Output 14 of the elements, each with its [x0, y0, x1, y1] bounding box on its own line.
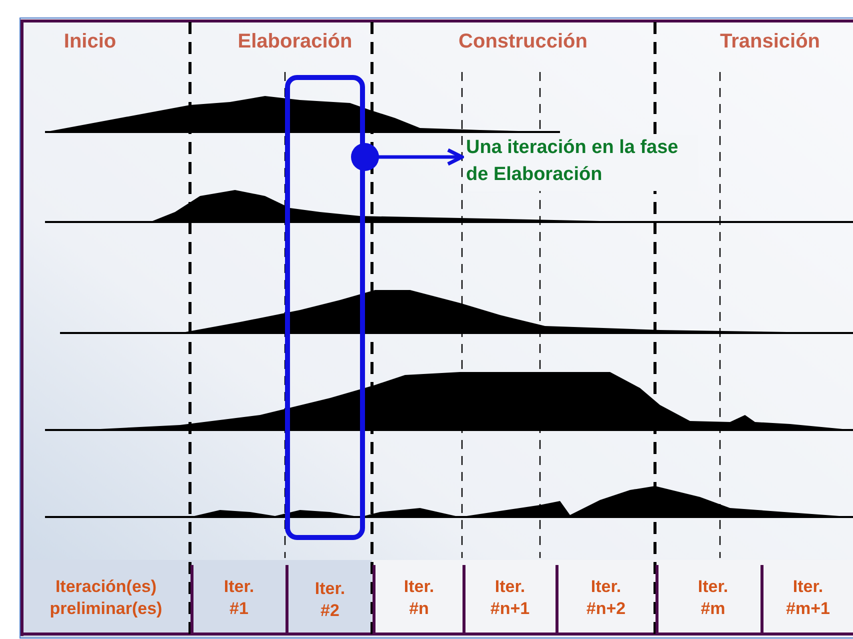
iteration-label: Iter. #n+2 [586, 576, 626, 620]
phase-heading: Transición [720, 30, 820, 54]
phase-heading: Construcción [458, 30, 588, 54]
iteration-label: Iter. #m [698, 576, 728, 620]
iteration-frame [285, 75, 365, 540]
iteration-label: Iter. #1 [224, 576, 254, 620]
iteration-label: Iter. #n+1 [490, 576, 530, 620]
phase-heading: Inicio [64, 30, 116, 54]
iteration-label: Iteración(es) preliminar(es) [50, 576, 162, 620]
iteration-label: Iter. #2 [314, 578, 346, 622]
iteration-label: Iter. #m+1 [786, 576, 830, 620]
phase-heading: Elaboración [238, 30, 352, 54]
arrow [351, 143, 464, 171]
iteration-label: Iter. #n [404, 576, 434, 620]
